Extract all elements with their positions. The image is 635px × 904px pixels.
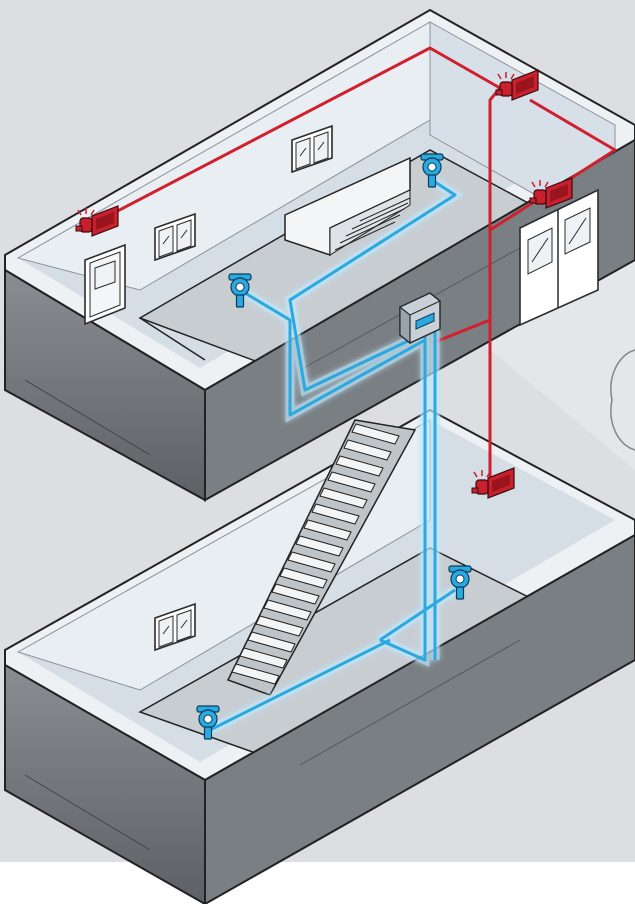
lower-staircase — [226, 419, 417, 696]
zoom-circle-edge — [610, 349, 635, 451]
lower-floor — [4, 408, 635, 904]
door-icon — [519, 188, 599, 327]
door-icon — [84, 243, 126, 326]
gas-control-panel-icon — [399, 292, 441, 345]
upper-stairs — [334, 197, 411, 251]
sensor-wiring — [209, 178, 457, 732]
upper-floor — [4, 8, 635, 502]
